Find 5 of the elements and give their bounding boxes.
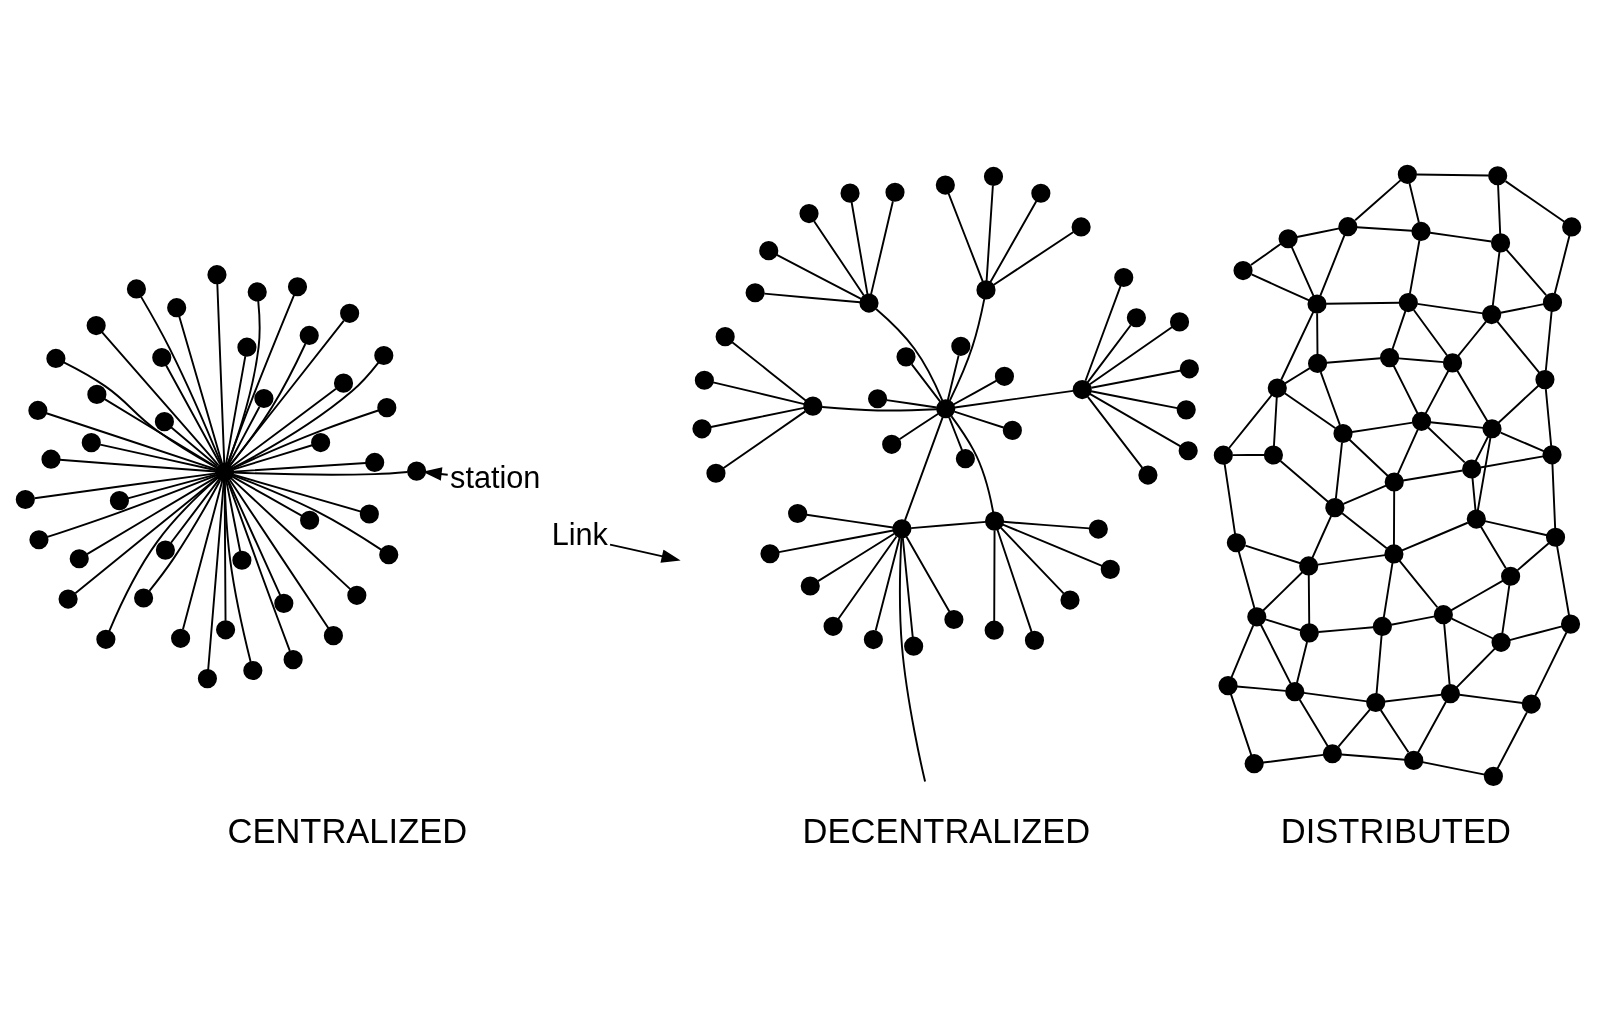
node-text: Link bbox=[551, 516, 608, 551]
label: DISTRIBUTED bbox=[1280, 811, 1511, 850]
node-text: station bbox=[450, 459, 541, 494]
label: CENTRALIZED bbox=[227, 811, 468, 850]
label: DECENTRALIZED bbox=[802, 811, 1091, 850]
